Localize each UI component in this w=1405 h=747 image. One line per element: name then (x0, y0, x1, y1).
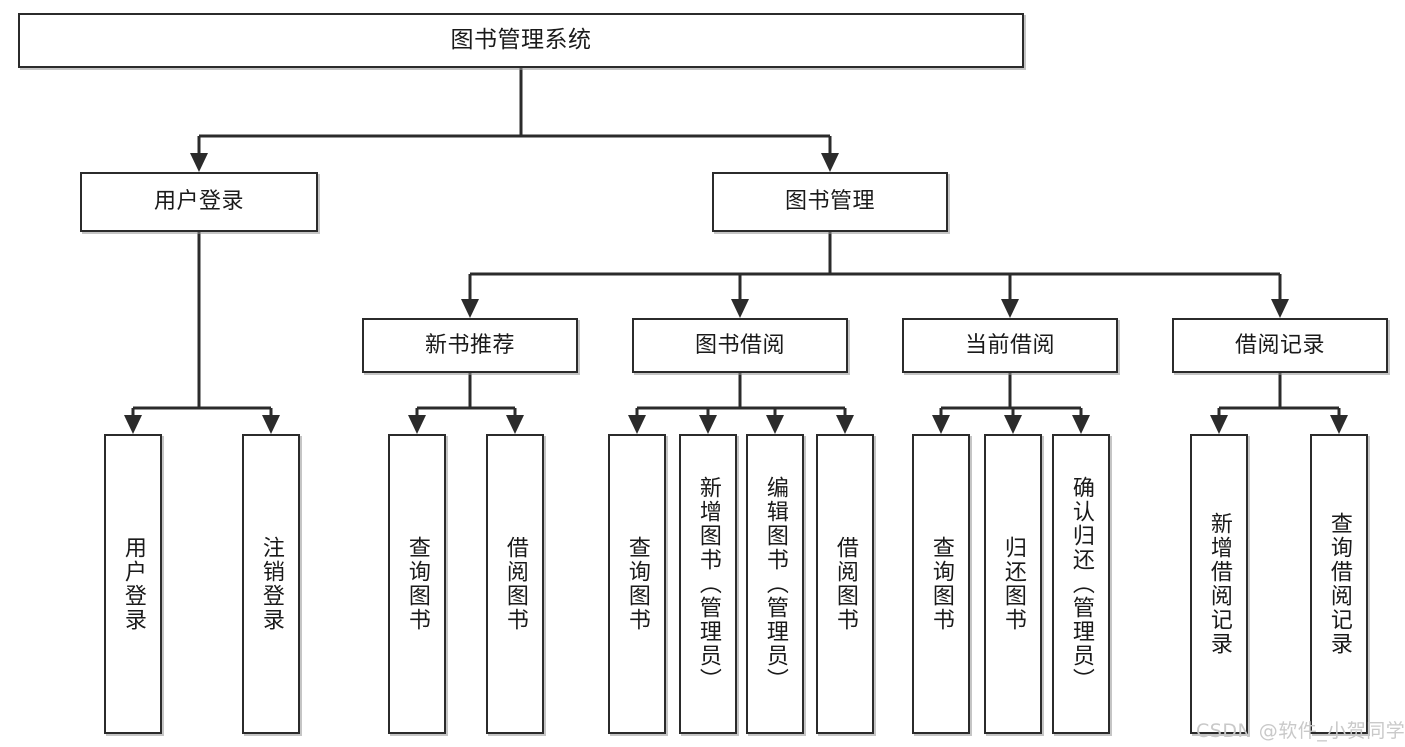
arrowhead (731, 299, 749, 318)
node-label: 当前借阅 (964, 332, 1055, 358)
arrowhead (124, 415, 142, 434)
watermark: CSDN @软件_小贺同学 (1196, 720, 1405, 742)
node-label: 查询借阅记录 (1326, 512, 1352, 656)
arrowhead (766, 415, 784, 434)
node-label: 新增借阅记录 (1206, 512, 1232, 656)
node-user-login[interactable]: 用户登录 (80, 172, 318, 232)
arrowhead (190, 153, 208, 172)
arrowhead (932, 415, 950, 434)
node-leaf-borrow-book-1[interactable]: 借阅图书 (486, 434, 544, 734)
node-leaf-edit-book[interactable]: 编辑图书（管理员） (746, 434, 804, 734)
node-label: 图书管理系统 (450, 26, 592, 53)
node-leaf-borrow-book-2[interactable]: 借阅图书 (816, 434, 874, 734)
node-records[interactable]: 借阅记录 (1172, 318, 1388, 373)
node-label: 用户登录 (120, 536, 146, 632)
node-borrow[interactable]: 图书借阅 (632, 318, 848, 373)
node-label: 注销登录 (258, 536, 284, 632)
arrowhead (1072, 415, 1090, 434)
node-label: 借阅图书 (502, 536, 528, 632)
node-leaf-query-record[interactable]: 查询借阅记录 (1310, 434, 1368, 734)
arrowhead (836, 415, 854, 434)
node-label: 借阅图书 (832, 536, 858, 632)
arrowhead (408, 415, 426, 434)
node-label: 归还图书 (1000, 536, 1026, 632)
arrowhead (1004, 415, 1022, 434)
arrowhead (1001, 299, 1019, 318)
node-label: 编辑图书（管理员） (762, 476, 788, 692)
node-leaf-confirm-ret[interactable]: 确认归还（管理员） (1052, 434, 1110, 734)
node-leaf-return-book[interactable]: 归还图书 (984, 434, 1042, 734)
node-label: 确认归还（管理员） (1068, 476, 1094, 692)
node-leaf-login[interactable]: 用户登录 (104, 434, 162, 734)
node-label: 图书管理 (784, 189, 875, 215)
node-label: 图书借阅 (694, 332, 785, 358)
node-label: 查询图书 (624, 536, 650, 632)
node-label: 新增图书（管理员） (695, 476, 721, 692)
node-leaf-add-record[interactable]: 新增借阅记录 (1190, 434, 1248, 734)
arrowhead (699, 415, 717, 434)
arrowhead (1210, 415, 1228, 434)
node-book-admin[interactable]: 图书管理 (712, 172, 948, 232)
node-label: 查询图书 (928, 536, 954, 632)
node-label: 查询图书 (404, 536, 430, 632)
node-new-rec[interactable]: 新书推荐 (362, 318, 578, 373)
node-leaf-logout[interactable]: 注销登录 (242, 434, 300, 734)
node-leaf-query-book-1[interactable]: 查询图书 (388, 434, 446, 734)
arrowhead (461, 299, 479, 318)
arrowhead (1330, 415, 1348, 434)
node-root[interactable]: 图书管理系统 (18, 13, 1024, 68)
arrowhead (821, 153, 839, 172)
node-label: 用户登录 (153, 189, 244, 215)
node-leaf-add-book[interactable]: 新增图书（管理员） (679, 434, 737, 734)
node-current[interactable]: 当前借阅 (902, 318, 1118, 373)
arrowhead (628, 415, 646, 434)
arrowhead (1271, 299, 1289, 318)
arrowhead (506, 415, 524, 434)
node-label: 借阅记录 (1234, 332, 1325, 358)
arrowhead (262, 415, 280, 434)
node-leaf-query-book-3[interactable]: 查询图书 (912, 434, 970, 734)
node-label: 新书推荐 (424, 332, 515, 358)
node-leaf-query-book-2[interactable]: 查询图书 (608, 434, 666, 734)
